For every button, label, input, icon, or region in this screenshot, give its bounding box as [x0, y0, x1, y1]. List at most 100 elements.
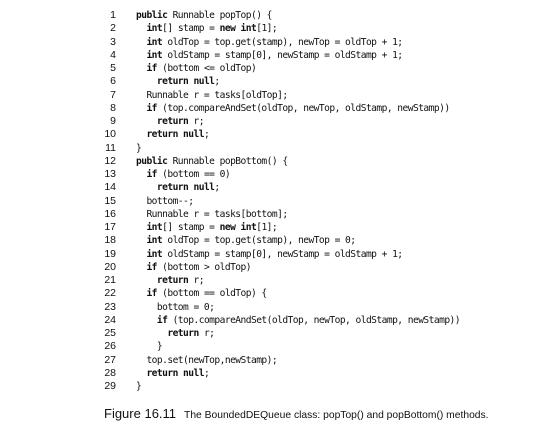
code-keyword: int [146, 222, 163, 233]
code-token: Runnable popBottom() { [167, 155, 289, 167]
line-number: 19 [104, 247, 116, 260]
code-keyword: int [146, 235, 163, 247]
code-keyword: int [146, 248, 163, 260]
code-keyword: new int [219, 222, 257, 233]
code-keyword: if [156, 314, 168, 326]
code-keyword: public [136, 10, 168, 21]
code-token: bottom--; [136, 195, 194, 207]
code-text: } [136, 340, 163, 353]
figure-label: Figure 16.11 [104, 406, 177, 421]
code-token: [] stamp = [162, 23, 220, 35]
code-line: 16 Runnable r = tasks[bottom]; [0, 208, 538, 221]
line-number: 29 [104, 380, 116, 392]
code-token: r; [198, 328, 215, 339]
line-number: 4 [110, 48, 116, 61]
code-token: [1]; [256, 222, 278, 233]
line-number: 28 [104, 366, 116, 379]
code-line: 23 bottom = 0; [0, 301, 538, 314]
line-number: 27 [104, 353, 116, 366]
line-number: 17 [104, 221, 116, 233]
code-keyword: return null [146, 367, 204, 379]
line-number: 16 [104, 207, 116, 220]
code-token: top.set(newTop,newStamp); [136, 354, 278, 366]
code-text: int oldTop = top.get(stamp), newTop = 0; [136, 234, 356, 247]
line-number: 3 [110, 35, 116, 48]
code-text: Runnable r = tasks[oldTop]; [136, 89, 288, 102]
code-line: 22 if (bottom == oldTop) { [0, 287, 538, 300]
code-token: } [136, 142, 142, 154]
code-token [136, 222, 146, 233]
code-text: if (top.compareAndSet(oldTop, newTop, ol… [136, 314, 461, 327]
code-text: return null; [136, 128, 209, 141]
code-line: 13 if (bottom == 0) [0, 168, 538, 181]
code-keyword: if [146, 102, 157, 114]
code-token [136, 63, 146, 74]
code-token: oldTop = top.get(stamp), newTop = oldTop… [162, 36, 403, 48]
code-token [136, 275, 157, 286]
code-line: 28 return null; [0, 367, 538, 380]
code-line: 7 Runnable r = tasks[oldTop]; [0, 89, 538, 102]
figure-caption: Figure 16.11 The BoundedDEQueue class: po… [104, 406, 489, 421]
code-token [136, 129, 146, 140]
code-token [136, 262, 146, 273]
code-keyword: if [146, 288, 157, 300]
code-token: (bottom == oldTop) { [156, 288, 267, 300]
line-number: 25 [104, 327, 116, 339]
code-token: Runnable popTop() { [167, 10, 273, 21]
line-number: 14 [104, 181, 116, 194]
code-line: 24 if (top.compareAndSet(oldTop, newTop,… [0, 314, 538, 327]
code-token [136, 23, 146, 34]
line-number: 10 [104, 128, 116, 141]
code-token: ; [214, 182, 220, 194]
code-text: } [136, 380, 142, 393]
code-text: return null; [136, 75, 220, 88]
code-token [136, 182, 157, 193]
code-keyword: if [146, 261, 157, 273]
figure-caption-text: The BoundedDEQueue class: popTop() and p… [184, 410, 489, 421]
code-token: (bottom == 0) [156, 169, 231, 180]
code-token: bottom = 0; [136, 301, 215, 313]
code-line: 18 int oldTop = top.get(stamp), newTop =… [0, 234, 538, 247]
line-number: 6 [110, 75, 116, 88]
code-token [136, 76, 157, 87]
code-token: } [136, 341, 163, 353]
code-text: public Runnable popTop() { [136, 9, 272, 22]
code-token [136, 50, 146, 61]
code-text: return null; [136, 367, 209, 380]
code-text: top.set(newTop,newStamp); [136, 354, 277, 367]
code-token: (top.compareAndSet(oldTop, newTop, oldSt… [156, 102, 450, 114]
code-token: [] stamp = [162, 222, 220, 233]
code-line: 19 int oldStamp = stamp[0], newStamp = o… [0, 248, 538, 261]
code-token [136, 249, 146, 260]
code-text: int[] stamp = new int[1]; [136, 22, 277, 35]
code-token: r; [188, 275, 204, 286]
code-keyword: return [156, 275, 189, 286]
code-line: 26 } [0, 340, 538, 353]
code-text: if (bottom <= oldTop) [136, 62, 256, 75]
code-keyword: return null [146, 129, 204, 141]
code-text: int oldStamp = stamp[0], newStamp = oldS… [136, 248, 403, 261]
code-keyword: return null [156, 76, 215, 88]
code-text: if (bottom == 0) [136, 168, 230, 181]
code-token: [1]; [256, 23, 278, 35]
code-keyword: int [146, 36, 163, 48]
code-token: ; [203, 129, 210, 141]
code-line: 6 return null; [0, 75, 538, 88]
code-line: 25 return r; [0, 327, 538, 340]
code-token: } [136, 381, 142, 392]
code-token: (bottom > oldTop) [156, 261, 251, 273]
code-keyword: public [136, 155, 168, 167]
code-text: if (bottom == oldTop) { [136, 287, 267, 300]
code-line: 20 if (bottom > oldTop) [0, 261, 538, 274]
code-text: return r; [136, 327, 215, 340]
code-line: 9 return r; [0, 115, 538, 128]
code-text: bottom--; [136, 195, 194, 208]
code-line: 4 int oldStamp = stamp[0], newStamp = ol… [0, 49, 538, 62]
code-text: return r; [136, 274, 205, 287]
line-number: 7 [110, 88, 116, 101]
line-number: 13 [104, 168, 116, 180]
code-token: Runnable r = tasks[oldTop]; [136, 89, 288, 101]
code-keyword: if [146, 169, 157, 180]
